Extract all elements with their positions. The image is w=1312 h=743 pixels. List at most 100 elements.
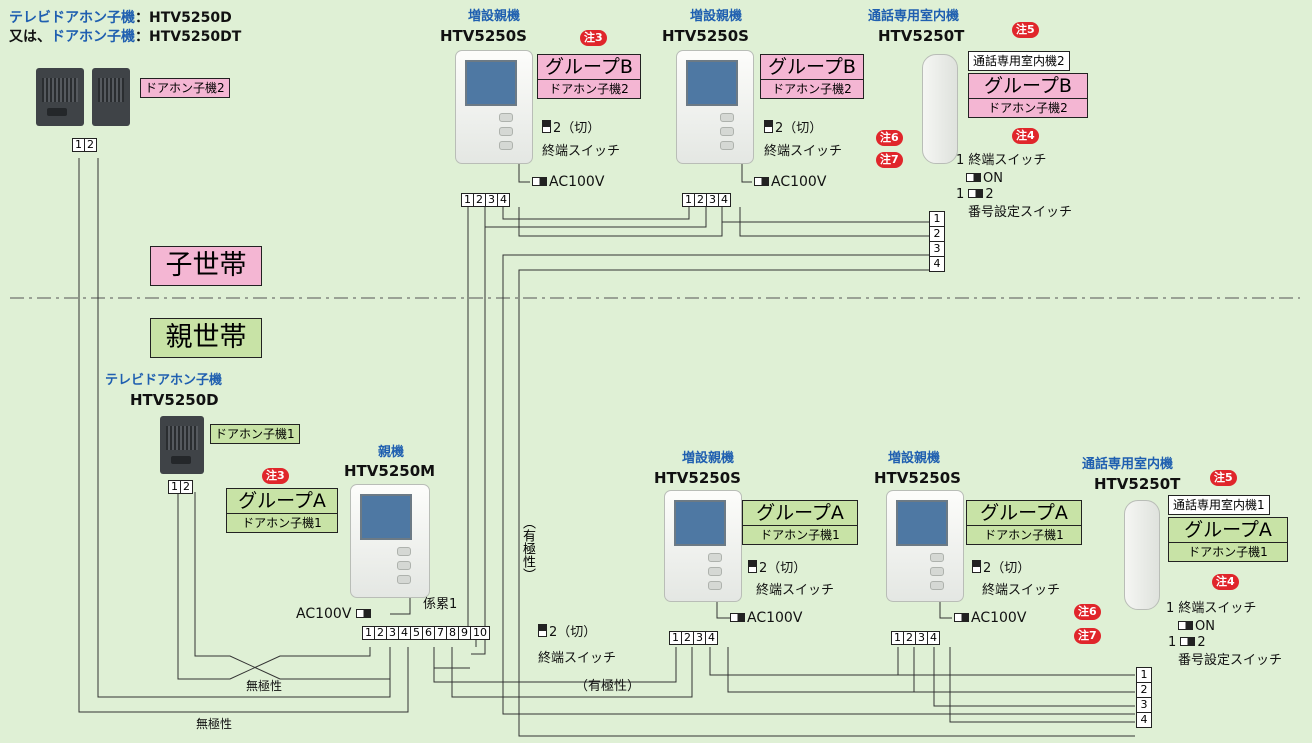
model-label: HTV5250M — [344, 462, 436, 480]
terminal: 1 — [929, 211, 945, 226]
switch-terminal: 終端スイッチ — [982, 583, 1061, 598]
role-label: 増設親機 — [682, 451, 735, 466]
power-label: AC100V — [532, 174, 604, 190]
handset-image — [1124, 500, 1160, 610]
num-prefix: 1 — [1168, 635, 1177, 650]
wire-a-bus3 — [933, 647, 1135, 707]
colon: ： — [135, 10, 149, 26]
power-text: AC100V — [747, 610, 803, 626]
t-tag: 通話専用室内機2 — [968, 51, 1070, 71]
role-label: 通話専用室内機 — [868, 9, 960, 24]
t-switch-terminal: 1 終端スイッチ — [1166, 601, 1257, 616]
wire-bus4-b — [518, 626, 1135, 737]
terminal: 3 — [386, 626, 398, 640]
power-text: AC100V — [771, 174, 827, 190]
door2-model: HTV5250D — [149, 10, 232, 26]
model-label: HTV5250T — [878, 27, 965, 45]
terminal: 1 — [72, 138, 84, 152]
terminal: 4 — [705, 631, 718, 645]
terminal: 4 — [1136, 712, 1152, 728]
terminal: 3 — [915, 631, 927, 645]
door-station-image — [92, 68, 130, 126]
model-label: HTV5250D — [130, 391, 219, 409]
switch-off-text: 2（切） — [553, 121, 601, 136]
note-badge: 注4 — [1212, 574, 1239, 590]
switch-off: 2（切） — [972, 560, 1030, 577]
monitor-image — [664, 490, 742, 602]
switch-off: 2（切） — [748, 560, 806, 577]
wire-a-2 — [727, 647, 915, 693]
t-switch-on: ON — [966, 171, 1003, 187]
wire-polar-2 — [433, 647, 677, 683]
cord-b1 — [518, 160, 530, 183]
power-text: AC100V — [971, 610, 1027, 626]
wire-door1-2 — [194, 492, 391, 680]
number-switch: 番号設定スイッチ — [968, 205, 1073, 220]
terminal: 6 — [422, 626, 434, 640]
group-door: ドアホン子機2 — [772, 82, 852, 96]
door-station-image — [36, 68, 84, 126]
number-switch: 番号設定スイッチ — [1178, 653, 1283, 668]
wire-top-bus2 — [739, 207, 936, 237]
terminal: 8 — [446, 626, 458, 640]
group-door: ドアホン子機2 — [549, 82, 629, 96]
switch-terminal: 終端スイッチ — [542, 144, 621, 159]
t-switch-num: 1 2 — [956, 187, 994, 203]
or-prefix: 又は、 — [9, 29, 51, 45]
door2-alt-role: ドアホン子機 — [51, 29, 135, 45]
colon: ： — [135, 29, 149, 45]
note-badge: 注5 — [1210, 470, 1237, 486]
terminal: 1 — [168, 480, 180, 494]
door2-role: テレビドアホン子機 — [9, 10, 135, 26]
switch-off-text: 2（切） — [759, 561, 807, 576]
switch-off: 2（切） — [764, 120, 822, 137]
wire-door2-1 — [78, 158, 409, 713]
terminal: 4 — [929, 256, 945, 272]
power-label: AC100V — [754, 174, 826, 190]
terminal: 9 — [458, 626, 470, 640]
monitor-image — [455, 50, 533, 164]
door-tag-1: ドアホン子機1 — [210, 424, 300, 444]
wire-top-2 — [471, 207, 486, 655]
door2-title-1: テレビドアホン子機：HTV5250D — [9, 10, 232, 26]
model-label: HTV5250S — [440, 27, 527, 45]
role-label: 増設親機 — [690, 9, 743, 24]
terminal: 1 — [461, 193, 473, 207]
wire-door2-2 — [97, 158, 391, 698]
cord-m — [390, 596, 411, 615]
terminal: 1 — [669, 631, 681, 645]
power-text: AC100V — [549, 174, 605, 190]
terminal: 4 — [927, 631, 940, 645]
num-suffix: 2 — [985, 187, 994, 202]
group-door: ドアホン子機1 — [242, 516, 322, 530]
power-label: AC100V — [296, 606, 373, 622]
polar-label: （有極性） — [575, 679, 641, 694]
handset-image — [922, 54, 958, 164]
group-label: グループB — [538, 55, 640, 80]
role-label: 親機 — [378, 445, 405, 460]
note-badge: 注7 — [1074, 628, 1101, 644]
terminal: 3 — [706, 193, 718, 207]
terminal: 4 — [718, 193, 731, 207]
note-badge: 注3 — [580, 30, 607, 46]
model-label: HTV5250S — [654, 469, 741, 487]
terminal: 10 — [470, 626, 490, 640]
kakari-label: 係累1 — [423, 597, 458, 612]
num-prefix: 1 — [956, 187, 965, 202]
section-child: 子世帯 — [150, 246, 262, 286]
wire-bus4 — [518, 269, 936, 626]
wire-a-bus4 — [949, 647, 1135, 723]
terminal: 1 — [362, 626, 374, 640]
terminal: 2 — [473, 193, 485, 207]
cord-a2 — [939, 600, 952, 619]
terminal: 3 — [693, 631, 705, 645]
group-box: グループB ドアホン子機2 — [537, 54, 641, 99]
wire-bus3-b — [502, 626, 1135, 715]
wire-polar — [451, 647, 693, 698]
